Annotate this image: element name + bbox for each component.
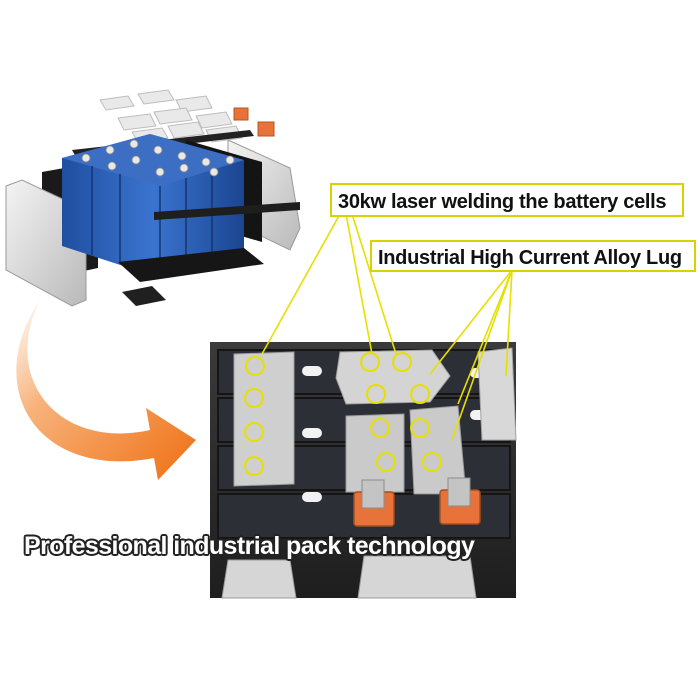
curved-arrow bbox=[16, 300, 196, 480]
bottom-foot bbox=[122, 286, 166, 306]
leader-lines bbox=[261, 213, 513, 441]
side-strap bbox=[154, 202, 300, 220]
exploded-battery-pack-illustration bbox=[5, 89, 301, 307]
weld-spot-markers bbox=[244, 352, 442, 476]
laser-welding-callout: 30kw laser welding the battery cells bbox=[330, 183, 684, 217]
bottom-plate bbox=[118, 248, 264, 282]
alloy-lug-callout: Industrial High Current Alloy Lug bbox=[370, 240, 696, 272]
orange-connectors bbox=[233, 107, 275, 137]
pack-technology-caption: Professional industrial pack technology bbox=[24, 532, 475, 560]
